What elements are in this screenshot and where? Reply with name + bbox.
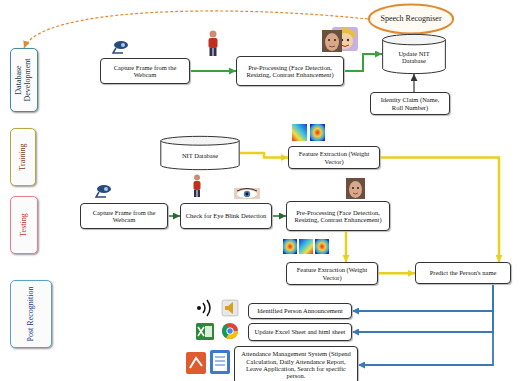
flow-arrow: [168, 215, 180, 217]
node-label: Predict the Person's name: [430, 269, 497, 276]
stage-label: Testing: [20, 199, 29, 251]
flow-arrow: [413, 74, 414, 92]
flow-arrow: [352, 284, 493, 332]
node-label: Attendance Management System (Stipend Ca…: [239, 350, 353, 380]
node-label: Capture Frame from the Webcam: [85, 209, 163, 224]
node-label: Capture Frame from the Webcam: [105, 64, 185, 79]
flow-arrow: [240, 153, 288, 158]
node-label: Feature Extraction (Weight Vector): [293, 150, 375, 165]
process-box: Capture Frame from the Webcam: [100, 58, 190, 84]
process-box: Capture Frame from the Webcam: [80, 203, 168, 229]
eigenface-maps: [283, 239, 329, 254]
application-icon: [186, 352, 206, 374]
report-icon: [210, 350, 230, 374]
speaker-waves-icon: [197, 300, 210, 316]
face-thumbnail: [322, 30, 342, 52]
flow-arrow: [378, 272, 415, 275]
node-label: Speech Recogniser: [380, 14, 441, 23]
flow-arrow: [344, 54, 382, 71]
flow-arrow: [272, 215, 286, 217]
node-label: Identified Person Announcement: [257, 307, 343, 314]
process-box: Predict the Person's name: [415, 262, 511, 284]
process-box: Identified Person Announcement: [248, 303, 352, 319]
flow-arrow: [380, 158, 499, 263]
stage-band: Training: [10, 128, 36, 186]
stage-label: Database Development: [15, 51, 33, 109]
stage-band: Post Recognition: [10, 280, 52, 348]
process-box: Attendance Management System (Stipend Ca…: [234, 346, 358, 381]
flow-arrow: [24, 11, 368, 48]
webcam-icon: [96, 185, 111, 197]
flow-arrow: [190, 70, 236, 72]
node-label: Pre-Processing (Face Detection, Resizing…: [241, 64, 339, 79]
process-box: Pre-Processing (Face Detection, Resizing…: [236, 56, 344, 86]
speech-ellipse: Speech Recogniser: [368, 4, 454, 34]
node-label: NIT Database: [182, 152, 218, 159]
person-figure: [209, 31, 218, 57]
spreadsheet-icon: [196, 323, 214, 340]
browser-icon: [222, 323, 238, 339]
process-box: Identity Claim (Name, Roll Number): [370, 92, 450, 115]
node-label: Update Excel Sheet and html sheet: [255, 328, 346, 335]
node-label: Check for Eye Blink Detection: [186, 212, 267, 219]
node-label: Identity Claim (Name, Roll Number): [375, 96, 445, 111]
eigenface-maps: [292, 124, 325, 141]
eye-image: [234, 188, 260, 199]
database-cylinder: NIT Database: [160, 136, 240, 170]
webcam-icon: [113, 41, 128, 53]
face-thumbnail: [346, 178, 365, 199]
node-label: Feature Extraction (Weight Vector): [291, 266, 373, 281]
node-label: Update NIT Database: [387, 50, 441, 65]
person-figure: [194, 175, 201, 198]
database-cylinder: Update NIT Database: [382, 34, 446, 74]
process-box: Pre-Processing (Face Detection, Resizing…: [286, 201, 390, 231]
flow-arrow: [352, 284, 493, 311]
process-box: Update Excel Sheet and html sheet: [248, 323, 352, 341]
stage-label: Training: [19, 131, 28, 183]
stage-band: Testing: [10, 196, 38, 254]
flow-arrow: [345, 231, 348, 262]
node-label: Pre-Processing (Face Detection, Resizing…: [291, 209, 385, 224]
process-box: Feature Extraction (Weight Vector): [286, 262, 378, 285]
process-box: Check for Eye Blink Detection: [180, 203, 272, 229]
flow-arrow: [358, 284, 493, 365]
process-box: Feature Extraction (Weight Vector): [288, 146, 380, 169]
loudspeaker-icon: [222, 300, 238, 316]
stage-band: Database Development: [10, 48, 38, 112]
stage-label: Post Recognition: [27, 283, 36, 345]
